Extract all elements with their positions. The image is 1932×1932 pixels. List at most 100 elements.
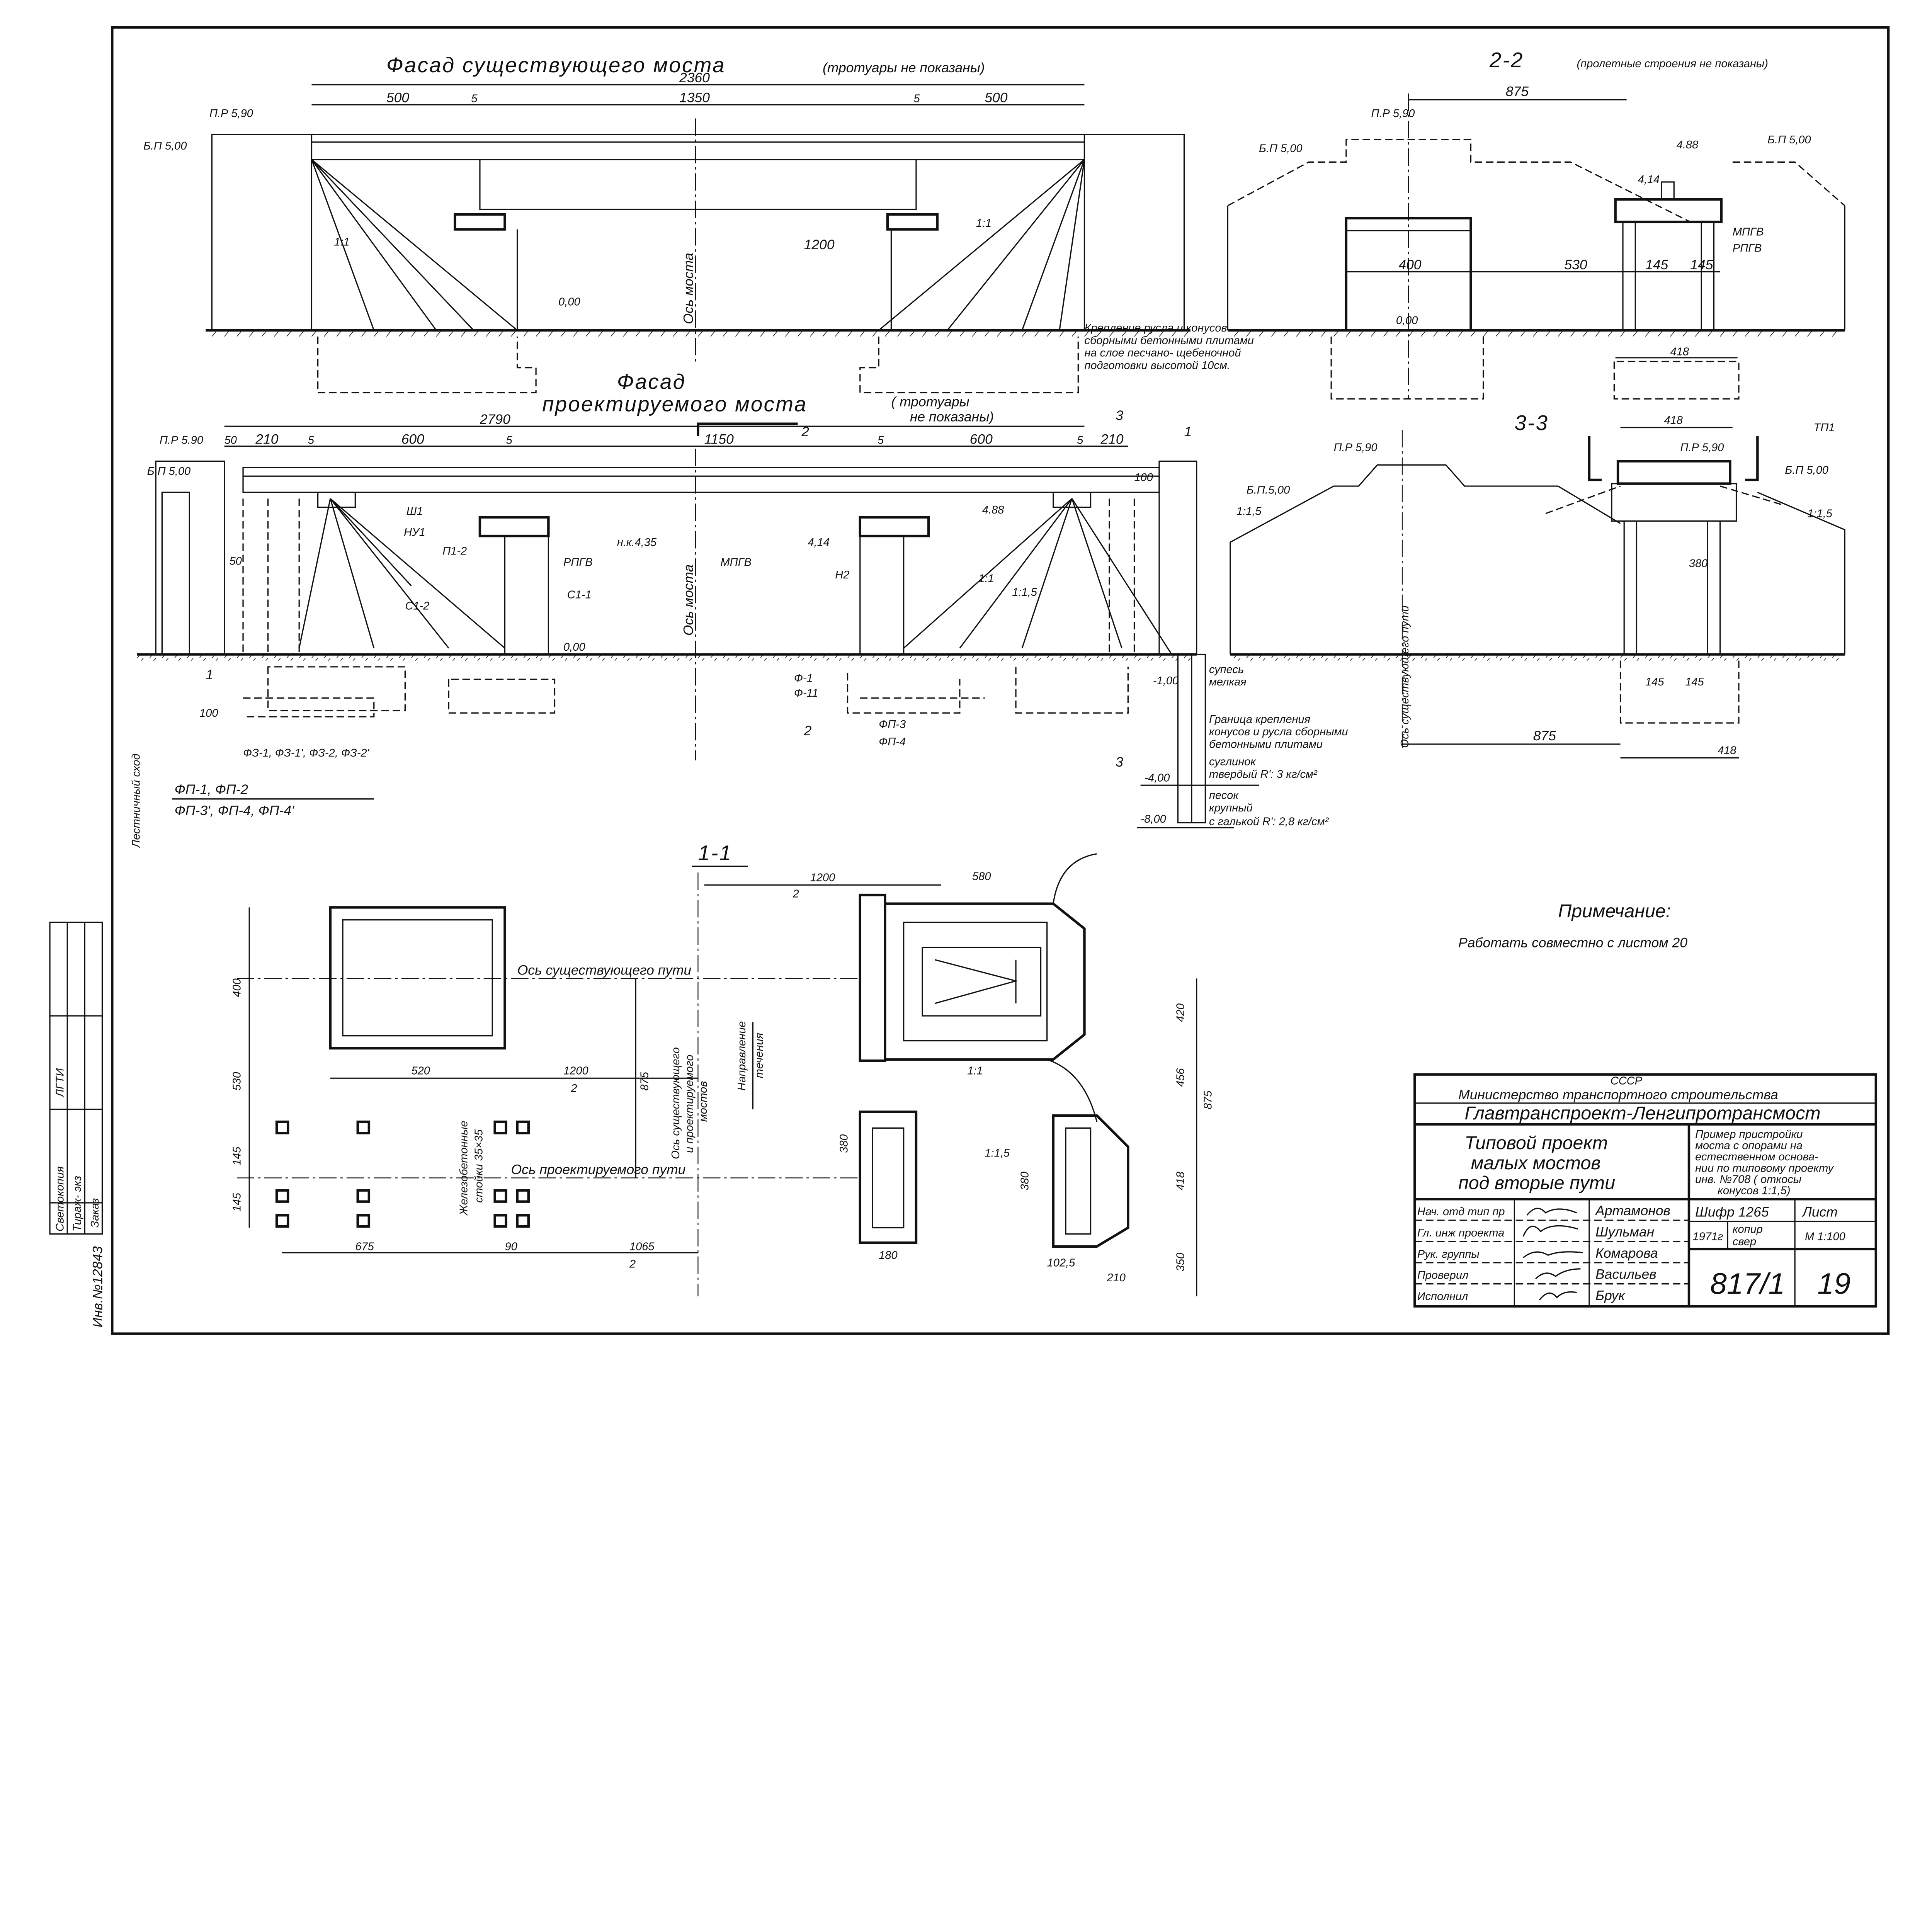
title: Фасад (617, 369, 686, 393)
dim-145: 145 (231, 1146, 243, 1165)
zero-level: 0,00 (1396, 315, 1418, 327)
title: 2-2 (1489, 48, 1524, 72)
dim-530: 530 (1564, 257, 1587, 272)
dim-total: 875 (1506, 83, 1529, 99)
title: 3-3 (1514, 411, 1549, 435)
stairs-label: Лестничный сход (130, 753, 142, 848)
dim-210: 210 (1107, 1272, 1126, 1284)
dim-5: 5 (506, 434, 513, 446)
dim-145: 145 (1645, 257, 1668, 272)
slope-1-1-5: 1:1,5 (1012, 586, 1037, 599)
stamp-label: Тираж- экз (71, 1176, 84, 1231)
label-c1-2: С1-2 (405, 600, 429, 612)
dim-50: 50 (224, 434, 237, 446)
dim-675: 675 (355, 1240, 374, 1253)
subtitle: ( тротуары (891, 394, 969, 410)
dim-580: 580 (972, 870, 991, 883)
dim-600: 600 (401, 431, 424, 447)
slope-right: 1:1 (976, 217, 992, 230)
existing-track-axis: Ось существующего пути (517, 963, 692, 978)
slope-1-1-5: 1:1,5 (985, 1147, 1010, 1160)
desc-line: инв. №708 ( откосы (1695, 1173, 1801, 1185)
posts-label: Железобетонные (458, 1121, 470, 1216)
section-1-1-plan: 1-1 1200 2 580 Ось существующего пути Ос… (231, 841, 1214, 1296)
dim-600: 600 (970, 431, 993, 447)
desc-line: моста с опорами на (1695, 1139, 1803, 1152)
name: Васильев (1595, 1267, 1656, 1282)
border-label: бетонными плитами (1209, 738, 1323, 750)
rail-level: П.Р 5,90 (1371, 107, 1415, 120)
dim-456: 456 (1175, 1068, 1187, 1087)
bridges-axis-label: мостов (697, 1081, 709, 1122)
dim-418: 418 (1664, 414, 1682, 427)
formation-level: Б.П.5,00 (1247, 484, 1290, 496)
soil-label: суглинок (1209, 756, 1256, 768)
slope-1-1: 1:1 (978, 572, 994, 585)
dim-520: 520 (412, 1065, 430, 1077)
dim-right: 500 (985, 90, 1007, 105)
dim-210: 210 (1100, 431, 1123, 447)
dim-50: 50 (230, 555, 242, 567)
label-fp4: ФП-4 (879, 736, 906, 748)
rpgv-level: РПГВ (1733, 242, 1762, 255)
label-mpgv: МПГВ (721, 556, 752, 569)
dim-5: 5 (1077, 434, 1083, 446)
checked-label: свер (1733, 1236, 1756, 1248)
sheet-number: 19 (1817, 1267, 1850, 1300)
elevation-4-14: 4,14 (808, 536, 829, 549)
label-tp1: ТП1 (1814, 422, 1835, 434)
slope-1-1: 1:1 (967, 1065, 983, 1077)
stamp-label: ЛГТИ (54, 1068, 66, 1097)
rail-level: П.Р 5,90 (1680, 442, 1724, 454)
dim-102-5: 102,5 (1047, 1257, 1075, 1269)
dim-gap: 5 (914, 93, 920, 105)
slope: 1:1,5 (1807, 508, 1832, 520)
dim-100: 100 (199, 707, 218, 719)
role: Рук. группы (1417, 1248, 1480, 1260)
cipher: Шифр 1265 (1695, 1204, 1769, 1219)
label-fp-a: ФП-1, ФП-2 (175, 782, 248, 797)
formation-level: Б.П 5,00 (143, 140, 187, 152)
drawing-sheet: Фасад существующего моста (тротуары не п… (49, 26, 1890, 1335)
dim-210: 210 (255, 431, 278, 447)
section-3-3: 3-3 418 П.Р 5,90 П.Р 5,90 ТП1 Б.П.5,00 Б… (1230, 411, 1845, 759)
section-2-2: 2-2 (пролетные строения не показаны) 875… (1227, 48, 1845, 400)
dim-350: 350 (1175, 1253, 1187, 1271)
organization: Главтранспроект-Ленгипротрансмост (1464, 1103, 1820, 1124)
sheet-frame (111, 26, 1890, 1335)
section-mark-2: 2 (801, 424, 809, 439)
soil-label: песок (1209, 789, 1239, 802)
elevation-4-88: 4.88 (982, 504, 1004, 516)
desc-line: Пример пристройки (1695, 1128, 1803, 1141)
bridge-axis-label: Ось моста (681, 565, 696, 636)
dim-145: 145 (1690, 257, 1713, 272)
dim-total: 2790 (480, 412, 510, 427)
dim-total: 2360 (679, 70, 710, 85)
dim-1065: 1065 (629, 1240, 655, 1253)
zero-level: 0,00 (558, 296, 580, 308)
project-title: Типовой проект (1464, 1133, 1608, 1153)
dim-380: 380 (838, 1134, 850, 1153)
dim-380: 380 (1019, 1172, 1031, 1190)
rail-level: П.Р 5,90 (209, 107, 253, 120)
title: проектируемого моста (542, 392, 807, 416)
label-fp-b: ФП-3', ФП-4, ФП-4' (175, 803, 294, 818)
formation-level: Б.П 5,00 (1259, 143, 1303, 155)
dim-875: 875 (638, 1071, 651, 1090)
dim-2: 2 (629, 1258, 636, 1270)
formation-level: Б.П 5,00 (1767, 134, 1811, 146)
posts-label: стойки 35×35 (473, 1129, 485, 1203)
zero-level: 0,00 (563, 641, 585, 653)
dim-2: 2 (570, 1082, 577, 1095)
dim-left: 500 (386, 90, 409, 105)
flow-direction-label: Направление (736, 1021, 748, 1091)
border-label: конусов и русла сборными (1209, 726, 1348, 738)
soil-label: твердый R': 3 кг/см² (1209, 768, 1318, 781)
stamp-label: Светокопия (54, 1166, 66, 1231)
names: Артамонов Шульман Комарова Васильев Брук (1595, 1203, 1670, 1303)
bridges-axis-label: Ось существующего (670, 1047, 682, 1159)
soil-label: мелкая (1209, 676, 1247, 688)
country: СССР (1611, 1075, 1643, 1087)
elevation-minus-8: -8,00 (1141, 813, 1166, 825)
label-c1-1: С1-1 (567, 588, 592, 601)
